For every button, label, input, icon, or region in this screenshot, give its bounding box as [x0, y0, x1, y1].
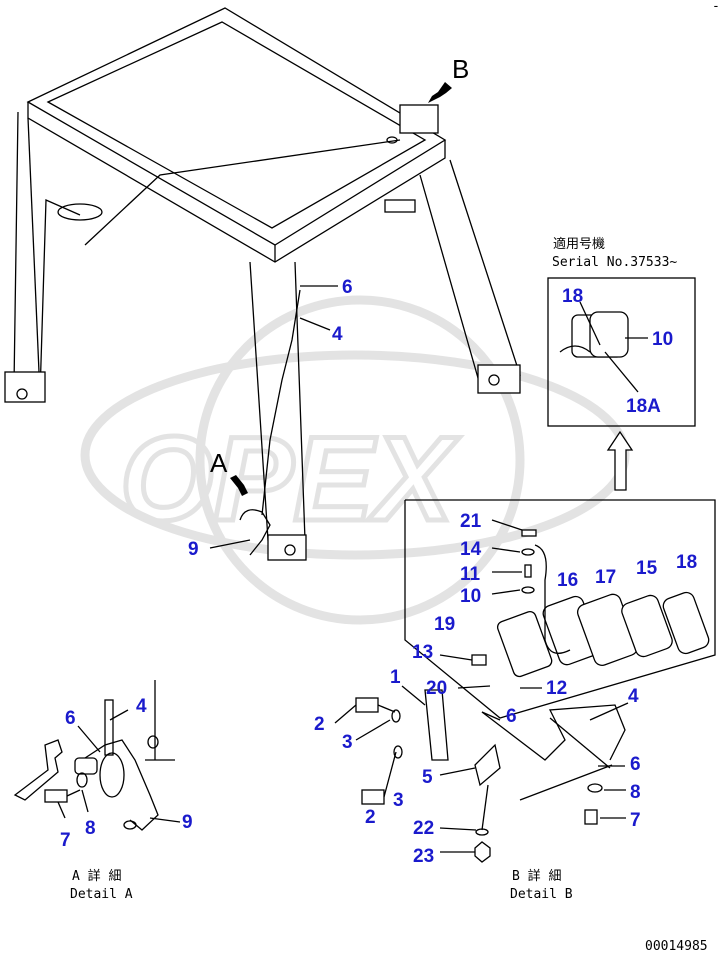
callout-b-8: 8 — [630, 782, 641, 803]
callout-b-23: 23 — [413, 846, 434, 867]
callout-b-20: 20 — [426, 678, 447, 699]
up-arrow — [606, 430, 634, 491]
callout-inset-18: 18 — [562, 286, 583, 307]
callout-b-12: 12 — [546, 678, 567, 699]
callout-b-16: 16 — [557, 570, 578, 591]
drawing-number: 00014985 — [645, 939, 708, 954]
serial-text: Serial No.37533~ — [552, 255, 677, 270]
callout-b-18: 18 — [676, 552, 697, 573]
view-b-arrow: B — [428, 54, 469, 103]
callout-b-10: 10 — [460, 586, 481, 607]
serial-inset: 適用号機 Serial No.37533~ 18 10 18A — [547, 236, 696, 427]
callout-a-9: 9 — [182, 812, 193, 833]
serial-jp: 適用号機 — [553, 236, 605, 252]
callout-b-2b: 2 — [365, 807, 376, 828]
callout-a-4: 4 — [136, 696, 147, 717]
callout-inset-18a: 18A — [626, 396, 661, 417]
view-a-letter: A — [210, 448, 228, 478]
callout-b-3a: 3 — [342, 732, 353, 753]
detail-b — [355, 499, 716, 863]
callout-b-2a: 2 — [314, 714, 325, 735]
serial-inset-box — [547, 277, 696, 427]
callout-main-4: 4 — [332, 324, 343, 345]
callout-a-8: 8 — [85, 818, 96, 839]
callout-b-19: 19 — [434, 614, 455, 635]
detail-b-jp: B 詳 細 — [512, 868, 561, 884]
callout-b-5: 5 — [422, 767, 433, 788]
detail-a — [13, 680, 175, 831]
corner-mark: - — [712, 0, 720, 14]
callout-b-17: 17 — [595, 567, 616, 588]
detail-a-en: Detail A — [70, 887, 133, 902]
callout-inset-10: 10 — [652, 329, 673, 350]
callout-b-1: 1 — [390, 667, 401, 688]
callout-a-6: 6 — [65, 708, 76, 729]
view-b-letter: B — [452, 54, 469, 84]
callout-b-14: 14 — [460, 539, 482, 560]
watermark-text: OPEX — [120, 412, 460, 546]
callout-b-6r: 6 — [630, 754, 641, 775]
detail-b-en: Detail B — [510, 887, 573, 902]
callout-b-4: 4 — [628, 686, 639, 707]
callout-b-11: 11 — [460, 564, 481, 585]
opex-watermark: OPEX — [80, 295, 630, 625]
callout-a-7: 7 — [60, 830, 71, 851]
canopy-frame — [4, 7, 521, 561]
callout-main-9: 9 — [188, 539, 199, 560]
callout-b-15: 15 — [636, 558, 658, 579]
callout-b-6: 6 — [506, 706, 517, 727]
detail-a-jp: A 詳 細 — [72, 868, 121, 884]
view-a-arrow: A — [210, 448, 248, 496]
callout-b-21: 21 — [460, 511, 482, 532]
callout-main-6: 6 — [342, 277, 353, 298]
callout-b-3b: 3 — [393, 790, 404, 811]
callout-b-13: 13 — [412, 642, 433, 663]
callout-b-22: 22 — [413, 818, 434, 839]
callout-b-7: 7 — [630, 810, 641, 831]
